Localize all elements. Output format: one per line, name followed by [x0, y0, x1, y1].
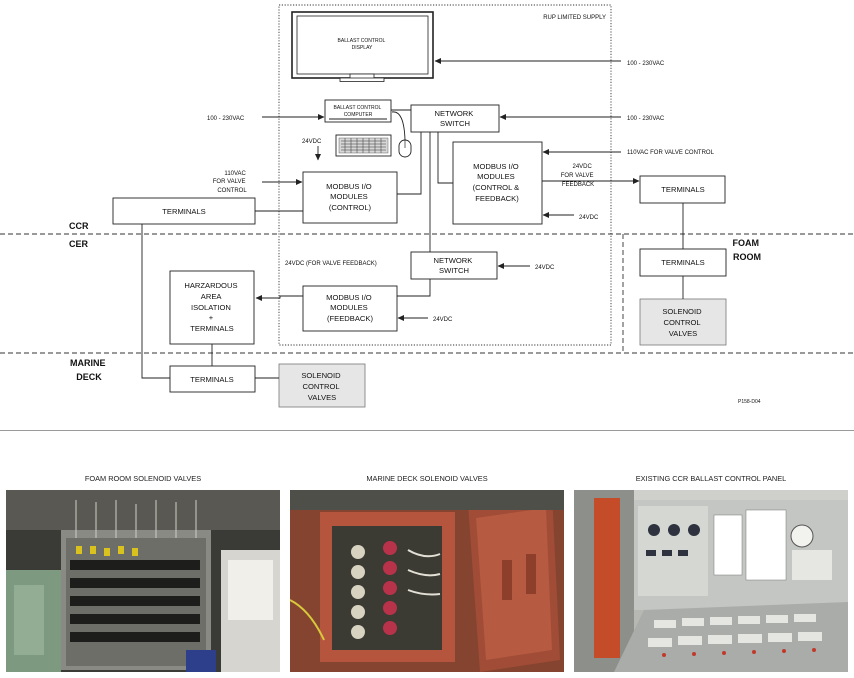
- ballast-control-computer: BALLAST CONTROL COMPUTER: [324, 99, 392, 123]
- svg-text:TERMINALS: TERMINALS: [190, 375, 233, 384]
- section-divider: [0, 430, 854, 431]
- label-110vac-left: 110VAC FOR VALVE CONTROL: [213, 171, 248, 194]
- label-24vdc-feedback-module: 24VDC: [433, 317, 453, 323]
- network-switch-top: NETWORK SWITCH: [410, 104, 500, 133]
- modbus-io-feedback: MODBUS I/O MODULES (FEEDBACK): [302, 285, 398, 332]
- network-switch-bottom: NETWORK SWITCH: [410, 251, 498, 280]
- solenoid-valves-foam-room: SOLENOID CONTROL VALVES: [639, 298, 727, 346]
- terminals-ccr: TERMINALS: [112, 197, 256, 225]
- hazardous-area-isolation: HARZARDOUS AREA ISOLATION + TERMINALS: [169, 270, 255, 345]
- label-24vdc-feedback-left: 24VDC (FOR VALVE FEEDBACK): [285, 261, 377, 267]
- svg-text:NETWORK SWITCH: NETWORK SWITCH: [435, 109, 476, 128]
- label-24vdc-feedback-right: 24VDC FOR VALVE FEEDBACK: [561, 164, 595, 188]
- svg-text:MODBUS I/O MODULES: MODBUS I/O MODULES (FEEDBACK): [326, 293, 374, 323]
- rup-supply-label: RUP LIMITED SUPPLY: [543, 15, 606, 21]
- photo-title-ccr-panel: EXISTING CCR BALLAST CONTROL PANEL: [635, 474, 787, 483]
- solenoid-cabinet-photo: [6, 490, 280, 672]
- terminals-right: TERMINALS: [639, 175, 726, 204]
- zone-foam-room: FOAM ROOM: [732, 238, 761, 262]
- keyboard-icon: [335, 134, 392, 157]
- svg-text:TERMINALS: TERMINALS: [661, 258, 704, 267]
- terminals-marine-deck: TERMINALS: [169, 365, 256, 393]
- zone-ccr: CCR: [69, 221, 89, 231]
- supply-label-switch: 100 - 230VAC: [627, 116, 665, 122]
- svg-text:SOLENOID CONTROL V: SOLENOID CONTROL VALVES: [301, 371, 342, 402]
- mouse-icon: [391, 111, 412, 158]
- zone-marine-deck: MARINE DECK: [70, 358, 108, 382]
- zone-cer: CER: [69, 239, 89, 249]
- svg-text:NETWORK SWITCH: NETWORK SWITCH: [434, 256, 475, 275]
- photo-title-foam-room: FOAM ROOM SOLENOID VALVES: [84, 474, 202, 483]
- svg-text:BALLAST CONTROL COMPUTER: BALLAST CONTROL COMPUTER: [334, 105, 383, 118]
- label-110vac-right: 110VAC FOR VALVE CONTROL: [627, 150, 715, 156]
- svg-text:BALLAST CONTROL DISPLAY: BALLAST CONTROL DISPLAY: [338, 38, 387, 51]
- connection-lines: [141, 58, 684, 379]
- svg-text:HARZARDOUS AREA IS: HARZARDOUS AREA ISOLATION + TERMINALS: [184, 281, 239, 333]
- ballast-control-display: BALLAST CONTROL DISPLAY: [291, 11, 434, 82]
- modbus-io-control-feedback: MODBUS I/O MODULES (CONTROL & FEEDBACK): [452, 141, 543, 225]
- modbus-io-control: MODBUS I/O MODULES (CONTROL): [302, 171, 398, 224]
- control-panel-photo: [574, 490, 848, 672]
- photo-title-marine-deck: MARINE DECK SOLENOID VALVES: [366, 474, 488, 483]
- supply-label-computer: 100 - 230VAC: [207, 116, 245, 122]
- solenoid-valves-marine-deck: SOLENOID CONTROL VALVES: [278, 363, 366, 408]
- drawing-reference: P158-D04: [738, 399, 761, 405]
- supply-label-display: 100 - 230VAC: [627, 61, 665, 67]
- label-24vdc-module-right: 24VDC: [579, 215, 599, 221]
- label-24vdc-switch-bottom: 24VDC: [535, 265, 555, 271]
- junction-box-photo: [290, 490, 564, 672]
- label-24vdc-keyboard: 24VDC: [302, 139, 322, 145]
- svg-text:TERMINALS: TERMINALS: [661, 185, 704, 194]
- svg-text:MODBUS I/O MODULES: MODBUS I/O MODULES (CONTROL & FEEDBACK): [473, 162, 522, 203]
- svg-text:TERMINALS: TERMINALS: [162, 207, 205, 216]
- svg-text:SOLENOID CONTROL V: SOLENOID CONTROL VALVES: [662, 307, 703, 338]
- rup-supply-boundary: [278, 4, 612, 346]
- terminals-foam-room: TERMINALS: [639, 248, 727, 277]
- svg-text:MODBUS I/O MODULES: MODBUS I/O MODULES (CONTROL): [326, 182, 374, 212]
- ballast-control-block-diagram: RUP LIMITED SUPPLY CCR CER FOAM ROOM MAR…: [0, 4, 854, 408]
